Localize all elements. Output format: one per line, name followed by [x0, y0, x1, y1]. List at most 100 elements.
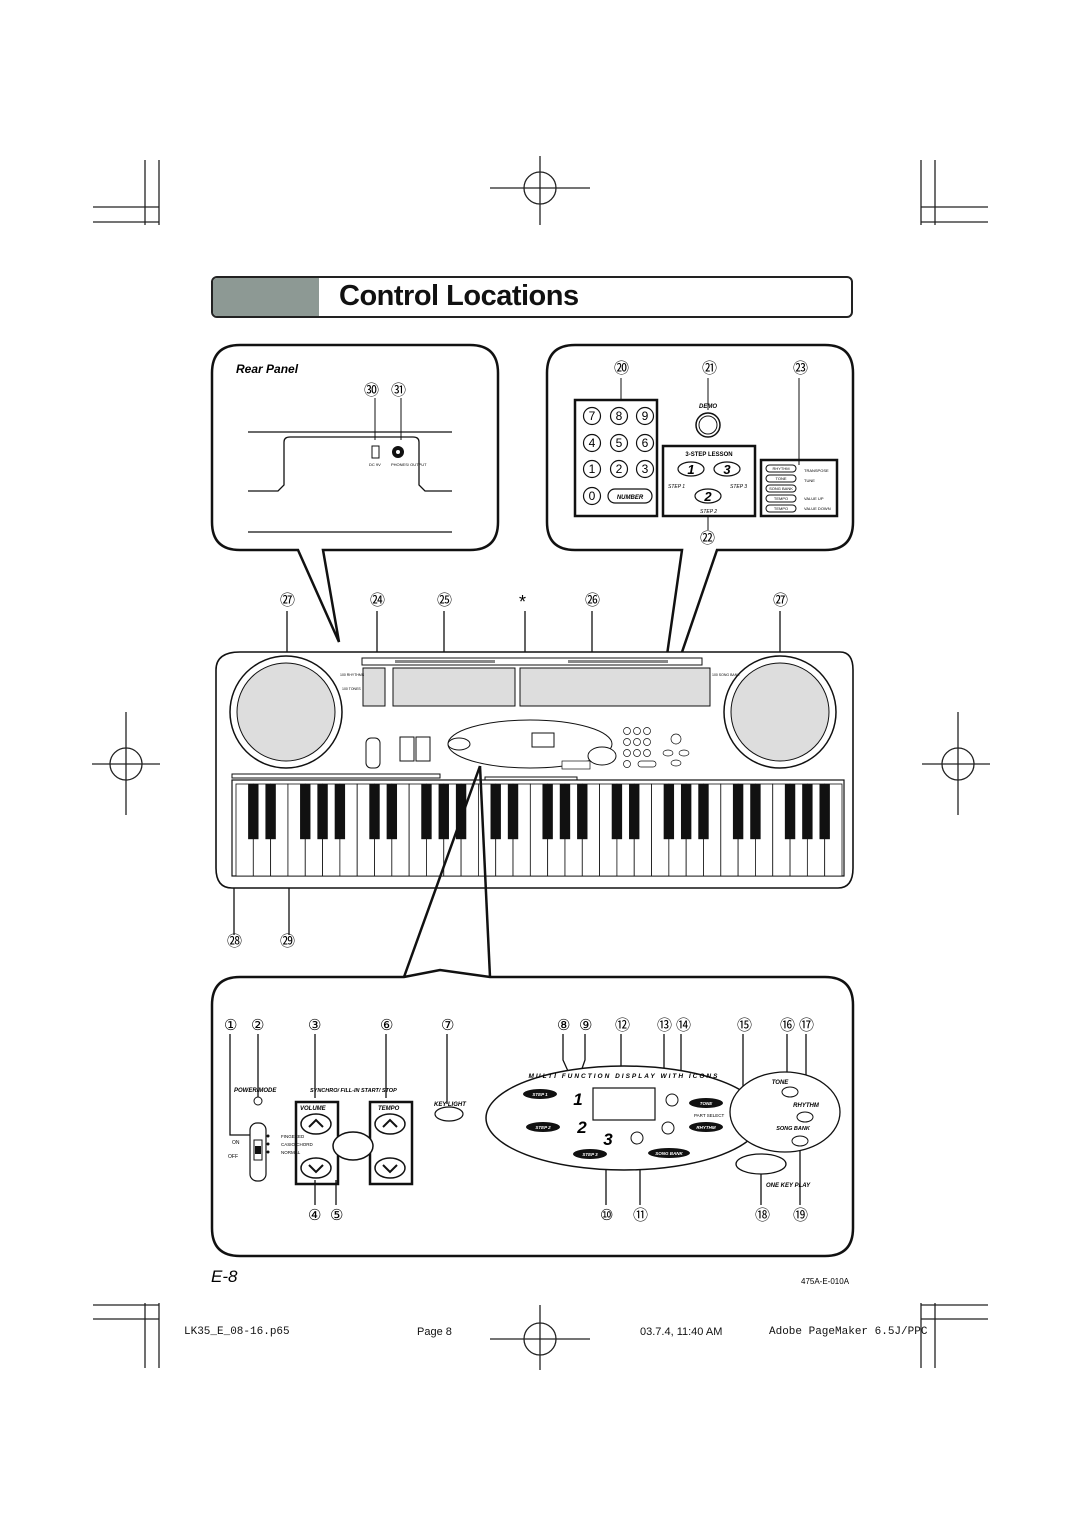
rear-panel-heading: Rear Panel	[236, 362, 299, 376]
svg-text:SONG BANK: SONG BANK	[776, 1126, 811, 1132]
svg-text:100 SONG BANK: 100 SONG BANK	[712, 673, 740, 677]
svg-text:RHYTHM: RHYTHM	[793, 1103, 820, 1109]
svg-text:7: 7	[589, 409, 596, 423]
svg-text:⑲: ⑲	[793, 1207, 808, 1224]
lesson-title: 3-STEP LESSON	[685, 452, 732, 458]
page-label: E-8	[211, 1267, 238, 1286]
svg-text:SONG BANK: SONG BANK	[769, 486, 793, 491]
svg-text:STEP 1: STEP 1	[532, 1092, 548, 1097]
svg-text:⑥: ⑥	[380, 1017, 393, 1034]
black-key	[629, 784, 640, 840]
black-key	[455, 784, 467, 840]
svg-text:RHYTHM: RHYTHM	[696, 1125, 715, 1130]
svg-text:5: 5	[616, 436, 623, 450]
black-key	[386, 784, 398, 840]
page-title: Control Locations	[339, 280, 579, 312]
svg-text:POWER/MODE: POWER/MODE	[234, 1088, 277, 1094]
svg-text:STEP 3: STEP 3	[730, 484, 747, 490]
svg-text:OFF: OFF	[228, 1154, 238, 1160]
svg-text:㉔: ㉔	[370, 592, 385, 609]
svg-text:FINGERED: FINGERED	[281, 1134, 305, 1139]
svg-text:STEP 3: STEP 3	[582, 1152, 598, 1157]
black-key	[559, 784, 571, 840]
svg-text:㉖: ㉖	[585, 592, 600, 609]
svg-text:TEMPO: TEMPO	[774, 506, 788, 511]
black-key	[784, 784, 796, 840]
svg-text:⑭: ⑭	[676, 1017, 691, 1034]
bottom-callouts-top: ① ② ③ ⑥ ⑦ ⑧ ⑨ ⑫ ⑬ ⑭ ⑮ ⑯ ⑰	[224, 1017, 814, 1034]
black-key	[265, 784, 276, 840]
svg-text:CASIO CHORD: CASIO CHORD	[281, 1142, 314, 1147]
svg-text:⑩: ⑩	[600, 1207, 613, 1224]
svg-text:RHYTHM: RHYTHM	[772, 466, 789, 471]
callout-21: ㉑	[702, 360, 717, 377]
black-key	[542, 784, 553, 840]
svg-text:STEP 2: STEP 2	[700, 509, 717, 515]
svg-text:TONE: TONE	[775, 476, 786, 481]
black-key	[611, 784, 623, 840]
black-key	[369, 784, 380, 840]
black-key	[334, 784, 346, 840]
svg-text:*: *	[519, 592, 526, 612]
black-key	[317, 784, 328, 840]
svg-text:1: 1	[687, 462, 694, 477]
black-key	[421, 784, 432, 840]
svg-text:⑧: ⑧	[557, 1017, 570, 1034]
black-key	[663, 784, 675, 840]
svg-text:⑬: ⑬	[657, 1017, 672, 1034]
svg-text:100 RHYTHMS: 100 RHYTHMS	[340, 673, 365, 677]
svg-text:9: 9	[642, 409, 649, 423]
svg-text:100 TONES: 100 TONES	[342, 687, 361, 691]
svg-text:STEP 1: STEP 1	[668, 484, 685, 490]
dc-label: DC 9V	[369, 462, 381, 467]
svg-text:STEP 2: STEP 2	[535, 1125, 551, 1130]
svg-text:NORMAL: NORMAL	[281, 1150, 301, 1155]
svg-text:VALUE DOWN: VALUE DOWN	[804, 506, 831, 511]
svg-text:TEMPO: TEMPO	[774, 496, 788, 501]
doc-code: 475A-E-010A	[801, 1277, 850, 1286]
svg-text:⑰: ⑰	[799, 1017, 814, 1034]
black-key	[802, 784, 813, 840]
svg-text:START/ STOP: START/ STOP	[361, 1088, 397, 1094]
svg-text:⑫: ⑫	[615, 1017, 630, 1034]
svg-text:⑮: ⑮	[737, 1017, 752, 1034]
svg-text:⑱: ⑱	[755, 1207, 770, 1224]
arc-text: MULTI FUNCTION DISPLAY WITH ICONS	[529, 1073, 720, 1080]
svg-text:2: 2	[703, 489, 712, 504]
svg-text:④: ④	[308, 1207, 321, 1224]
svg-text:㉙: ㉙	[280, 933, 295, 950]
phones-label: PHONES/ OUTPUT	[391, 462, 427, 467]
title-bar: Control Locations	[211, 276, 853, 318]
black-key	[577, 784, 588, 840]
black-key	[248, 784, 259, 840]
black-key	[732, 784, 744, 840]
svg-text:⑨: ⑨	[579, 1017, 592, 1034]
footer-file: LK35_E_08-16.p65	[184, 1326, 290, 1338]
svg-text:⑯: ⑯	[780, 1017, 795, 1034]
svg-text:⑤: ⑤	[330, 1207, 343, 1224]
svg-text:②: ②	[251, 1017, 264, 1034]
black-key	[490, 784, 501, 840]
svg-text:TONE: TONE	[772, 1080, 790, 1086]
svg-text:2: 2	[616, 462, 623, 476]
callout-22: ㉒	[700, 530, 715, 547]
svg-text:6: 6	[642, 436, 649, 450]
callout-20: ⑳	[614, 360, 629, 377]
svg-text:0: 0	[589, 489, 596, 503]
svg-text:①: ①	[224, 1017, 237, 1034]
svg-text:ON: ON	[232, 1140, 240, 1146]
rear-panel-box: Rear Panel ㉚ ㉛ DC 9V PHONES/ OUTPUT	[210, 343, 500, 643]
svg-text:2: 2	[576, 1118, 587, 1137]
callout-23: ㉓	[793, 360, 808, 377]
number-button-label: NUMBER	[617, 495, 644, 501]
svg-text:SYNCHRO/ FILL-IN: SYNCHRO/ FILL-IN	[310, 1088, 361, 1094]
svg-text:㉗: ㉗	[773, 592, 788, 609]
black-key	[300, 784, 311, 840]
keyboard-body: 100 RHYTHMS 100 TONES 100 SONG BANK	[215, 651, 854, 889]
svg-text:㉗: ㉗	[280, 592, 295, 609]
svg-text:SONG BANK: SONG BANK	[655, 1151, 683, 1156]
svg-text:PART SELECT: PART SELECT	[694, 1113, 725, 1118]
bottom-panel-box: ① ② ③ ⑥ ⑦ ⑧ ⑨ ⑫ ⑬ ⑭ ⑮ ⑯ ⑰ ④ ⑤ ⑩ ⑪ ⑱ ⑲	[210, 968, 855, 1258]
